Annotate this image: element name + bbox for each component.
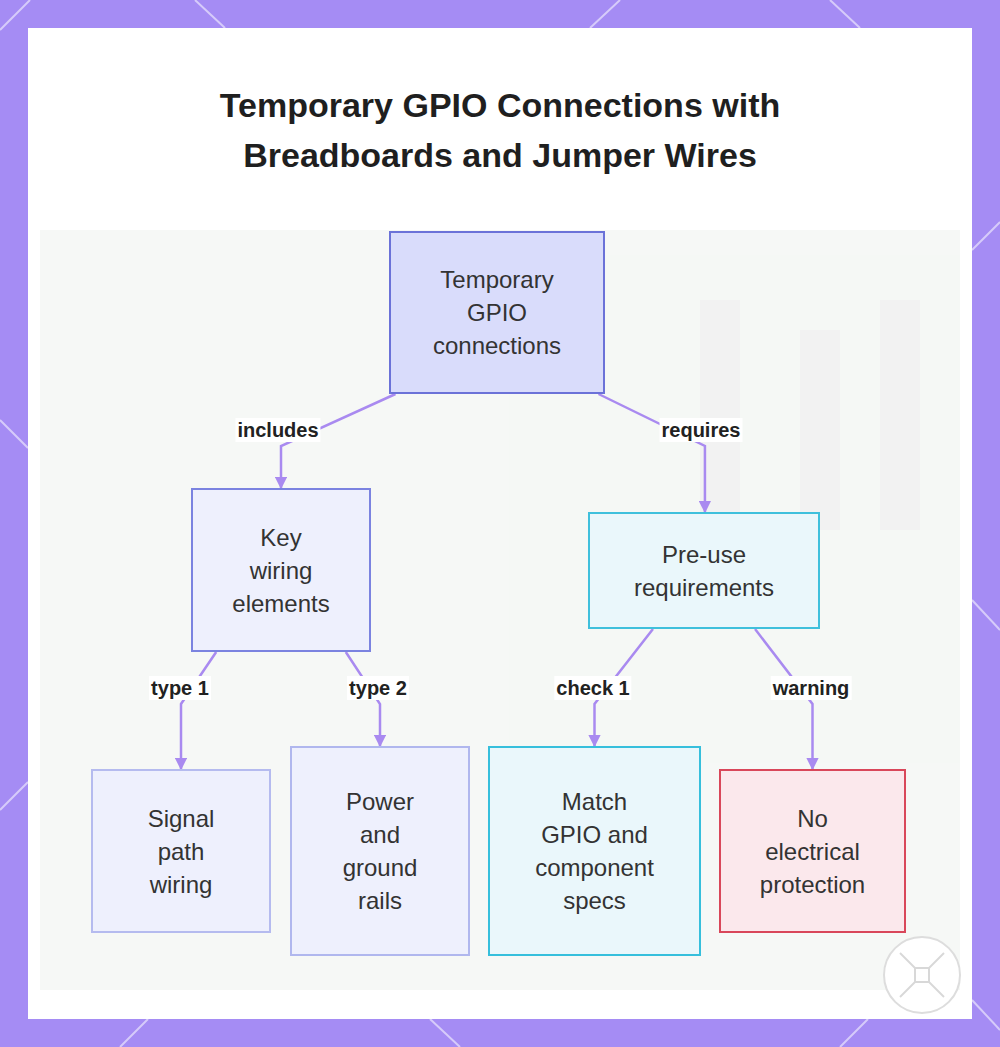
warning-box: No electrical protection: [719, 769, 906, 933]
edge-label: requires: [660, 418, 743, 442]
category-box: Pre-use requirements: [588, 512, 820, 629]
node-label: Signal path wiring: [131, 802, 231, 901]
corner-logo: [884, 937, 960, 1013]
node-label: Key wiring elements: [231, 521, 331, 620]
node-label: Match GPIO and component specs: [534, 785, 655, 917]
node-label: Power and ground rails: [330, 785, 430, 917]
connector-line: [599, 394, 705, 512]
node-label: Pre-use requirements: [616, 538, 792, 604]
diagram-title: Temporary GPIO Connections with Breadboa…: [140, 80, 860, 180]
content-panel: [28, 28, 972, 1019]
node-label: Temporary GPIO connections: [423, 263, 571, 362]
faded-photo: [40, 230, 960, 990]
edge-label: check 1: [554, 676, 631, 700]
edge-label: type 2: [347, 676, 409, 700]
edge-label: type 1: [149, 676, 211, 700]
connector-line: [181, 652, 216, 769]
root-box: Temporary GPIO connections: [389, 231, 605, 394]
leaf-box: Power and ground rails: [290, 746, 470, 956]
check-box: Match GPIO and component specs: [488, 746, 701, 956]
node-label: No electrical protection: [759, 802, 866, 901]
edge-label: includes: [235, 418, 320, 442]
edge-label: warning: [771, 676, 852, 700]
category-box: Key wiring elements: [191, 488, 371, 652]
leaf-box: Signal path wiring: [91, 769, 271, 933]
